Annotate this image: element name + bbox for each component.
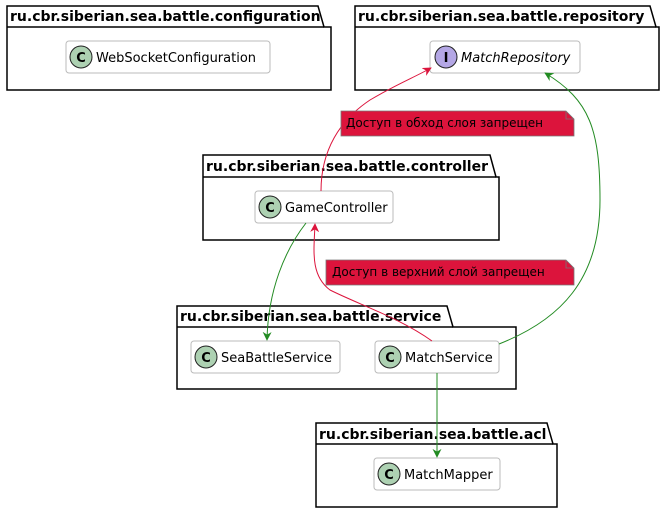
package-title-repository: ru.cbr.siberian.sea.battle.repository xyxy=(358,9,644,25)
note-text: Доступ в обход слоя запрещен xyxy=(346,116,543,130)
edge-matchservice-to-gamecontroller xyxy=(310,223,433,342)
note-text: Доступ в верхний слой запрещен xyxy=(332,265,545,279)
class-match-mapper[interactable]: C MatchMapper xyxy=(373,457,501,491)
class-stereotype: C xyxy=(201,351,211,366)
edge-gamecontroller-to-matchrepository xyxy=(320,67,432,192)
class-match-service[interactable]: C MatchService xyxy=(374,340,500,374)
class-icon xyxy=(69,45,93,69)
class-name: WebSocketConfiguration xyxy=(96,51,256,66)
class-name: GameController xyxy=(285,201,388,216)
package-title-service: ru.cbr.siberian.sea.battle.service xyxy=(180,309,441,325)
class-stereotype: C xyxy=(385,351,395,366)
class-name: SeaBattleService xyxy=(221,351,332,366)
class-icon xyxy=(378,345,402,369)
package-title-acl: ru.cbr.siberian.sea.battle.acl xyxy=(319,427,546,443)
interface-name: MatchRepository xyxy=(461,51,571,66)
edge-gamecontroller-to-seabattleservice xyxy=(262,222,307,341)
class-icon xyxy=(258,195,282,219)
class-game-controller[interactable]: C GameController xyxy=(254,190,394,224)
class-stereotype: C xyxy=(76,51,86,66)
class-stereotype: C xyxy=(384,468,394,483)
interface-match-repository[interactable]: I MatchRepository xyxy=(429,40,581,74)
package-title-configuration: ru.cbr.siberian.sea.battle.configuration xyxy=(10,9,321,25)
edge-matchservice-to-matchrepository xyxy=(498,72,601,345)
package-title-controller: ru.cbr.siberian.sea.battle.controller xyxy=(206,159,488,175)
class-name: MatchMapper xyxy=(404,468,493,483)
class-name: MatchService xyxy=(405,351,493,366)
class-stereotype: C xyxy=(265,201,275,216)
class-sea-battle-service[interactable]: C SeaBattleService xyxy=(190,340,341,374)
class-icon xyxy=(377,462,401,486)
interface-icon xyxy=(434,45,458,69)
note-upper-layer: Доступ в верхний слой запрещен xyxy=(325,259,575,286)
interface-stereotype: I xyxy=(444,51,449,66)
class-websocket-configuration[interactable]: C WebSocketConfiguration xyxy=(65,40,271,74)
class-icon xyxy=(194,345,218,369)
note-bypass-layer: Доступ в обход слоя запрещен xyxy=(340,110,575,137)
